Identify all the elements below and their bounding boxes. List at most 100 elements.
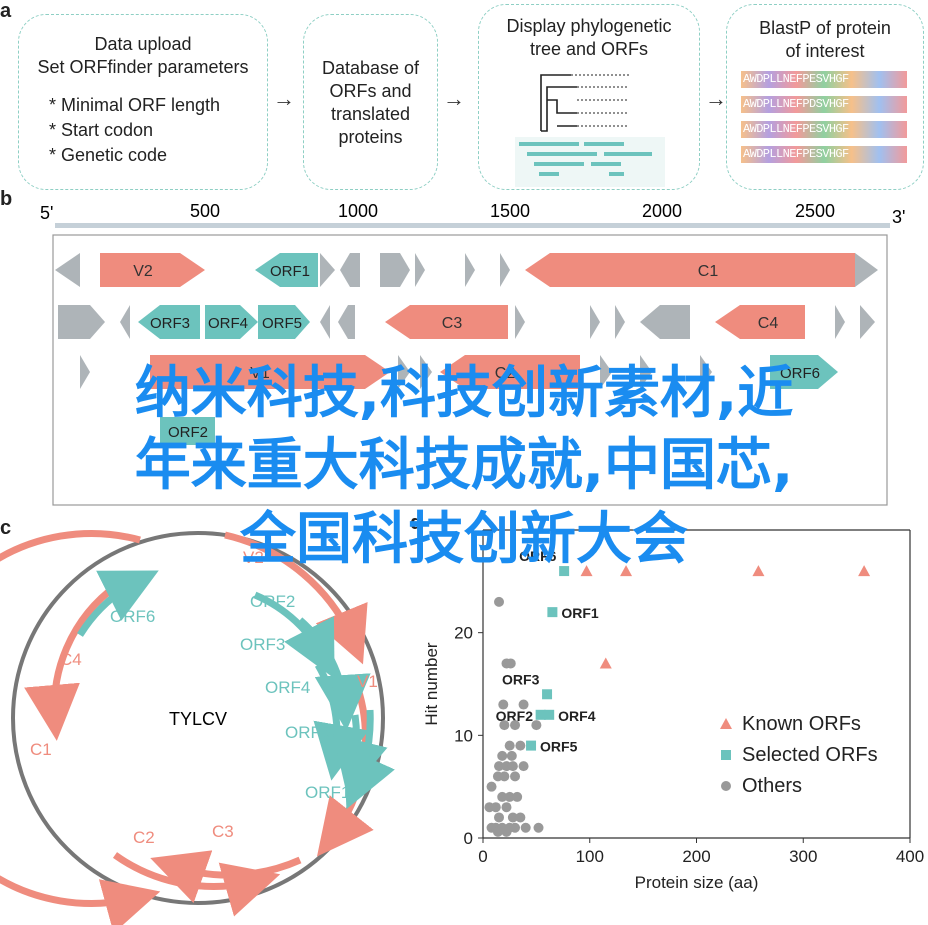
svg-text:ORF2: ORF2 — [168, 424, 208, 441]
genome-axis-bar — [55, 223, 890, 228]
data-point — [580, 565, 593, 577]
data-point — [510, 771, 521, 782]
gene-c3: C3 — [385, 305, 508, 339]
x-tick-label: 0 — [478, 847, 487, 866]
data-point — [494, 812, 505, 823]
param-start-codon: * Start codon — [49, 120, 154, 140]
point-label: ORF3 — [502, 671, 540, 687]
overlay-line2: 年来重大科技成就,中国芯, — [134, 433, 794, 498]
gene-v1: V1 — [150, 355, 390, 389]
tick-label: 1000 — [338, 201, 378, 221]
data-point — [484, 802, 495, 813]
minor-orf-arrows — [55, 253, 875, 389]
gene-c2: C2 — [440, 355, 580, 389]
overlay-line1: 纳米科技,科技创新素材,近 — [134, 361, 794, 426]
svg-text:V1: V1 — [250, 365, 270, 382]
box-data-upload: Data upload Set ORFfinder parameters * M… — [18, 14, 268, 190]
data-point — [510, 822, 521, 833]
gene-orf5: ORF5 — [258, 305, 310, 339]
svg-text:ORF6: ORF6 — [780, 365, 820, 382]
data-point — [505, 658, 516, 669]
data-point — [504, 740, 515, 751]
data-point — [515, 740, 526, 751]
arc-label: V1 — [357, 672, 378, 691]
x-tick-label: 100 — [576, 847, 604, 866]
svg-text:V2: V2 — [133, 263, 153, 280]
x-tick-label: 400 — [896, 847, 924, 866]
sequence-row: AWDPLLNEFPESVHGF — [741, 71, 907, 88]
box3-line1: Display phylogenetic — [506, 16, 672, 36]
box4-line1: BlastP of protein — [759, 18, 891, 38]
data-point — [752, 565, 765, 577]
data-point — [620, 565, 633, 577]
data-point — [497, 791, 508, 802]
data-point — [497, 750, 508, 761]
data-point — [504, 791, 515, 802]
svg-text:ORF5: ORF5 — [262, 315, 302, 332]
data-point — [507, 761, 518, 772]
point-label: ORF5 — [540, 739, 578, 755]
svg-text:C1: C1 — [698, 263, 719, 280]
legend-entry: Others — [742, 775, 802, 797]
data-point — [512, 791, 523, 802]
arc-orf6 — [77, 570, 159, 637]
arc-label: ORF4 — [265, 678, 310, 697]
box-database: Database of ORFs and translated proteins — [303, 14, 438, 190]
sequence-alignment: AWDPLLNEFPESVHGF AWDPLLNEFPDSVHGF AWDPLL… — [741, 71, 907, 163]
data-point — [535, 709, 546, 720]
circular-genome-map: TYLCV V2 ORF6 C4 C1 ORF2 ORF3 ORF4 V1 OR… — [0, 530, 395, 925]
data-point — [559, 566, 570, 577]
end-3-label: 3' — [892, 207, 905, 227]
arc-v2 — [224, 531, 368, 665]
svg-text:ORF4: ORF4 — [208, 315, 248, 332]
legend-marker — [721, 750, 731, 760]
tick-label: 2000 — [642, 201, 682, 221]
y-tick-label: 0 — [464, 829, 473, 848]
data-point — [533, 822, 544, 833]
end-5-label: 5' — [40, 203, 53, 223]
data-point — [486, 781, 497, 792]
arc-label: C1 — [30, 740, 52, 759]
panel-label-d: d — [410, 512, 423, 534]
data-point — [547, 607, 558, 618]
tree-thumbnail — [515, 74, 665, 187]
gene-c4: C4 — [715, 305, 805, 339]
y-tick-label: 20 — [454, 624, 473, 643]
arc-orf1 — [343, 709, 395, 810]
arc-label: C4 — [60, 650, 82, 669]
data-point — [518, 761, 529, 772]
data-point — [494, 596, 505, 607]
box4-line2: of interest — [785, 41, 865, 61]
box1-title1: Data upload — [94, 34, 192, 54]
gene-orf4: ORF4 — [205, 305, 258, 339]
arc-label: ORF5 — [285, 723, 330, 742]
box2-line1: Database of — [321, 58, 420, 78]
data-point — [492, 826, 503, 837]
data-point — [518, 699, 529, 710]
box2-line2: ORFs and — [329, 81, 412, 101]
gene-orf6: ORF6 — [770, 355, 838, 389]
box2-line3: translated — [330, 104, 411, 124]
box-phylogenetic-tree: Display phylogenetic tree and ORFs — [478, 4, 700, 190]
x-tick-label: 200 — [682, 847, 710, 866]
data-point — [520, 822, 531, 833]
data-point — [544, 709, 555, 720]
arc-label: C3 — [212, 822, 234, 841]
panel-label-c: c — [0, 517, 12, 539]
arc-label: C2 — [133, 828, 155, 847]
legend-marker — [721, 781, 731, 791]
arc-orf5 — [333, 714, 388, 796]
point-label: ORF6 — [519, 548, 557, 564]
arc-c2 — [112, 852, 281, 917]
gene-c1: C1 — [525, 253, 878, 287]
genome-map: 5' 3' 500 1000 1500 2000 2500 V2 ORF1 — [40, 201, 905, 506]
gene-orf2: ORF2 — [160, 417, 215, 445]
arc-label: ORF6 — [110, 607, 155, 626]
panel-label-b: b — [0, 188, 13, 210]
svg-text:C3: C3 — [442, 315, 463, 332]
data-point — [501, 826, 512, 837]
x-axis-label: Protein size (aa) — [635, 873, 759, 892]
data-point — [510, 720, 521, 731]
point-label: ORF2 — [496, 708, 534, 724]
svg-text:C2: C2 — [495, 365, 516, 382]
